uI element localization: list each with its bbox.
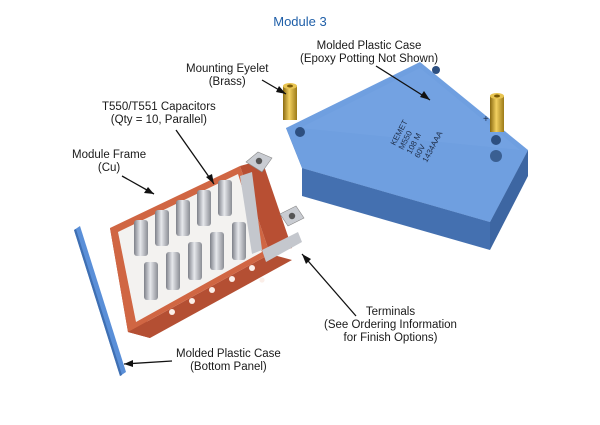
- label-line: T550/T551 Capacitors: [102, 101, 216, 113]
- capacitor: [188, 242, 202, 280]
- arrowhead: [144, 187, 154, 194]
- label-line: (Bottom Panel): [190, 361, 267, 373]
- label-line: Terminals: [365, 306, 416, 318]
- label-line: (See Ordering Information: [324, 319, 457, 331]
- mounting-eyelet-left: [283, 83, 297, 120]
- capacitor-row-upper: [134, 180, 232, 256]
- arrowhead: [420, 91, 430, 100]
- molded-plastic-case-bottom-panel: [74, 226, 126, 376]
- capacitor: [166, 252, 180, 290]
- capacitor: [232, 222, 246, 260]
- label-line: Molded Plastic Case: [176, 348, 281, 360]
- label-frame: Module Frame (Cu): [72, 149, 146, 175]
- leader-case-top: [375, 65, 431, 101]
- label-terminals: Terminals (See Ordering Information for …: [324, 306, 457, 345]
- capacitor: [218, 180, 232, 216]
- label-line: Module Frame: [72, 149, 147, 161]
- diagram-title: Module 3: [273, 14, 327, 29]
- arrowhead: [124, 360, 133, 367]
- label-line: (Brass): [208, 76, 246, 88]
- leader-arrowheads: [124, 86, 430, 367]
- label-line: Molded Plastic Case: [316, 40, 422, 52]
- arrowhead: [302, 254, 311, 264]
- capacitor: [144, 262, 158, 300]
- capacitor: [210, 232, 224, 270]
- molded-plastic-case-top: [286, 62, 528, 250]
- label-line: for Finish Options): [343, 332, 438, 344]
- frame-tab-right: [279, 205, 305, 227]
- frame-tab-top: [245, 151, 273, 173]
- plus-polarity-mark: +: [483, 114, 489, 125]
- label-line: (Qty = 10, Parallel): [110, 114, 207, 126]
- label-case-top: Molded Plastic Case (Epoxy Potting Not S…: [300, 40, 438, 66]
- capacitor: [134, 220, 148, 256]
- label-line: (Epoxy Potting Not Shown): [300, 53, 439, 65]
- mounting-eyelet-right: [490, 93, 504, 132]
- arrowhead: [276, 86, 286, 94]
- capacitor: [176, 200, 190, 236]
- label-case-bottom: Molded Plastic Case (Bottom Panel): [176, 348, 281, 374]
- label-capacitors: T550/T551 Capacitors (Qty = 10, Parallel…: [102, 101, 216, 127]
- capacitor: [155, 210, 169, 246]
- terminal-rail: [240, 172, 302, 262]
- frame-holes: [169, 265, 265, 315]
- capacitor: [197, 190, 211, 226]
- arrowhead: [206, 174, 214, 184]
- capacitor-row-lower: [144, 222, 246, 300]
- label-line: (Cu): [97, 162, 121, 174]
- label-line: Mounting Eyelet: [186, 63, 269, 75]
- leader-terminals: [301, 253, 357, 317]
- label-eyelet: Mounting Eyelet (Brass): [186, 63, 268, 89]
- leader-capacitors: [175, 129, 215, 185]
